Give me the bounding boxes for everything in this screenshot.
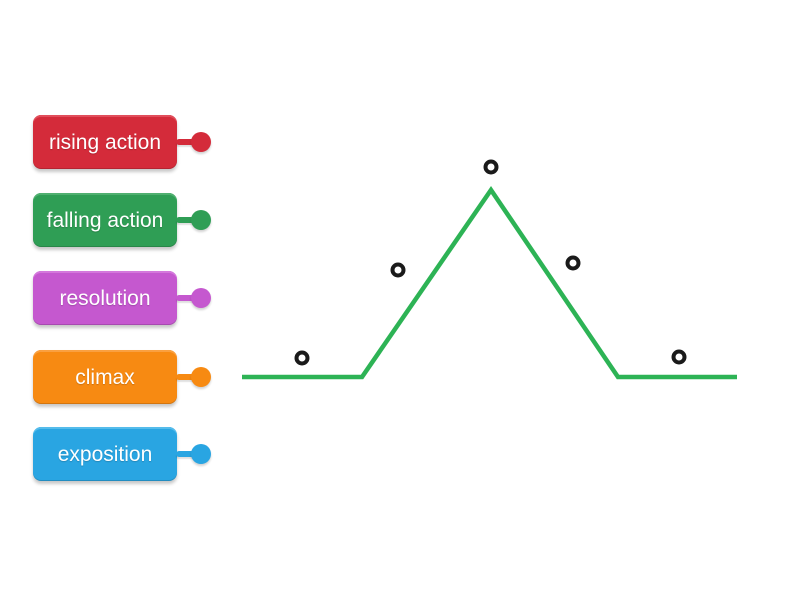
drop-point-1[interactable] <box>294 350 310 366</box>
label-connector-dot <box>191 367 211 387</box>
label-pill-climax[interactable]: climax <box>33 350 211 404</box>
label-text: resolution <box>59 286 151 310</box>
label-connector-dot <box>191 444 211 464</box>
label-pill-falling-action[interactable]: falling action <box>33 193 211 247</box>
drop-point-5[interactable] <box>671 349 687 365</box>
label-text: climax <box>75 365 135 389</box>
plot-line <box>242 186 737 380</box>
label-connector-stub <box>176 374 202 380</box>
label-connector-stub <box>176 451 202 457</box>
label-text: exposition <box>57 442 153 466</box>
label-connector-dot <box>191 210 211 230</box>
label-connector-stub <box>176 217 202 223</box>
label-text: rising action <box>48 130 162 154</box>
label-connector-dot <box>191 132 211 152</box>
label-connector-stub <box>176 139 202 145</box>
drop-point-3[interactable] <box>483 159 499 175</box>
label-pill-exposition[interactable]: exposition <box>33 427 211 481</box>
label-pill-resolution[interactable]: resolution <box>33 271 211 325</box>
label-pill-rising-action[interactable]: rising action <box>33 115 211 169</box>
label-connector-dot <box>191 288 211 308</box>
drop-point-4[interactable] <box>565 255 581 271</box>
label-text: falling action <box>46 208 164 232</box>
drop-point-2[interactable] <box>390 262 406 278</box>
label-connector-stub <box>176 295 202 301</box>
